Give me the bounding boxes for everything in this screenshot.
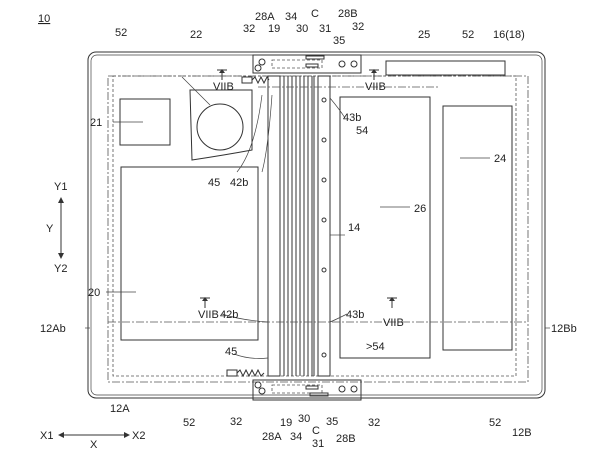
label-26: 26 bbox=[414, 203, 426, 215]
label-12Bb: 12Bb bbox=[551, 323, 577, 335]
section-markers bbox=[200, 69, 397, 308]
label-52: 52 bbox=[462, 29, 474, 41]
label-VIIB: VIIB bbox=[198, 309, 219, 321]
label-42b: 42b bbox=[230, 177, 248, 189]
label-34: 34 bbox=[290, 431, 302, 443]
label-52: 52 bbox=[183, 417, 195, 429]
label-C: C bbox=[312, 425, 320, 437]
label-32: 32 bbox=[230, 416, 242, 428]
label-28A: 28A bbox=[262, 431, 282, 443]
label-35: 35 bbox=[333, 35, 345, 47]
bottom-hinge-block bbox=[226, 368, 362, 401]
label-31: 31 bbox=[319, 23, 331, 35]
housing bbox=[87, 51, 546, 399]
display-20 bbox=[120, 166, 259, 341]
component-22 bbox=[189, 89, 253, 161]
figure-number: 10 bbox=[38, 13, 50, 25]
label-54: >54 bbox=[366, 341, 385, 353]
label-42b: 42b bbox=[220, 309, 238, 321]
label-30: 30 bbox=[296, 23, 308, 35]
label-12Ab: 12Ab bbox=[40, 323, 66, 335]
hinge-14 bbox=[108, 75, 528, 377]
label-32: 32 bbox=[352, 21, 364, 33]
label-C: C bbox=[311, 8, 319, 20]
display-26 bbox=[339, 96, 431, 359]
label-VIIB: VIIB bbox=[365, 81, 386, 93]
label-45: 45 bbox=[208, 177, 220, 189]
label-19: 19 bbox=[268, 23, 280, 35]
label-VIIB: VIIB bbox=[383, 317, 404, 329]
label-31: 31 bbox=[312, 438, 324, 450]
label-20: 20 bbox=[88, 287, 100, 299]
label-28B: 28B bbox=[338, 8, 358, 20]
label-43b: 43b bbox=[343, 112, 361, 124]
label-22: 22 bbox=[190, 29, 202, 41]
label-30: 30 bbox=[298, 413, 310, 425]
label-34: 34 bbox=[285, 11, 297, 23]
label-Y2: Y2 bbox=[54, 263, 67, 275]
y-axis-arrow bbox=[58, 197, 64, 259]
label-12A: 12A bbox=[110, 403, 130, 415]
x-axis-arrow bbox=[58, 432, 130, 438]
label-VIIB: VIIB bbox=[213, 81, 234, 93]
label-52: 52 bbox=[489, 417, 501, 429]
label-21: 21 bbox=[90, 117, 102, 129]
label-X1: X1 bbox=[40, 430, 53, 442]
label-X2: X2 bbox=[132, 430, 145, 442]
component-24 bbox=[442, 105, 513, 351]
label-24: 24 bbox=[494, 153, 506, 165]
label-19: 19 bbox=[280, 417, 292, 429]
label-12B: 12B bbox=[512, 427, 532, 439]
label-28B: 28B bbox=[336, 433, 356, 445]
label-52: 52 bbox=[115, 27, 127, 39]
label-X: X bbox=[90, 439, 98, 451]
label-Y: Y bbox=[46, 223, 54, 235]
label-28A: 28A bbox=[255, 11, 275, 23]
label-Y1: Y1 bbox=[54, 181, 67, 193]
label-25: 25 bbox=[418, 29, 430, 41]
label-32: 32 bbox=[243, 23, 255, 35]
component-25 bbox=[385, 60, 506, 76]
label-45: 45 bbox=[225, 346, 237, 358]
label-32: 32 bbox=[368, 417, 380, 429]
label-16-18: 16(18) bbox=[493, 29, 525, 41]
label-43b: 43b bbox=[346, 309, 364, 321]
label-14: 14 bbox=[348, 222, 360, 234]
top-hinge-block bbox=[241, 54, 362, 85]
leader-lines bbox=[85, 76, 550, 359]
label-35: 35 bbox=[326, 416, 338, 428]
reference-labels: 52 22 28A 34 C 28B 32 19 30 31 32 35 25 … bbox=[40, 8, 577, 451]
label-54: 54 bbox=[356, 125, 368, 137]
